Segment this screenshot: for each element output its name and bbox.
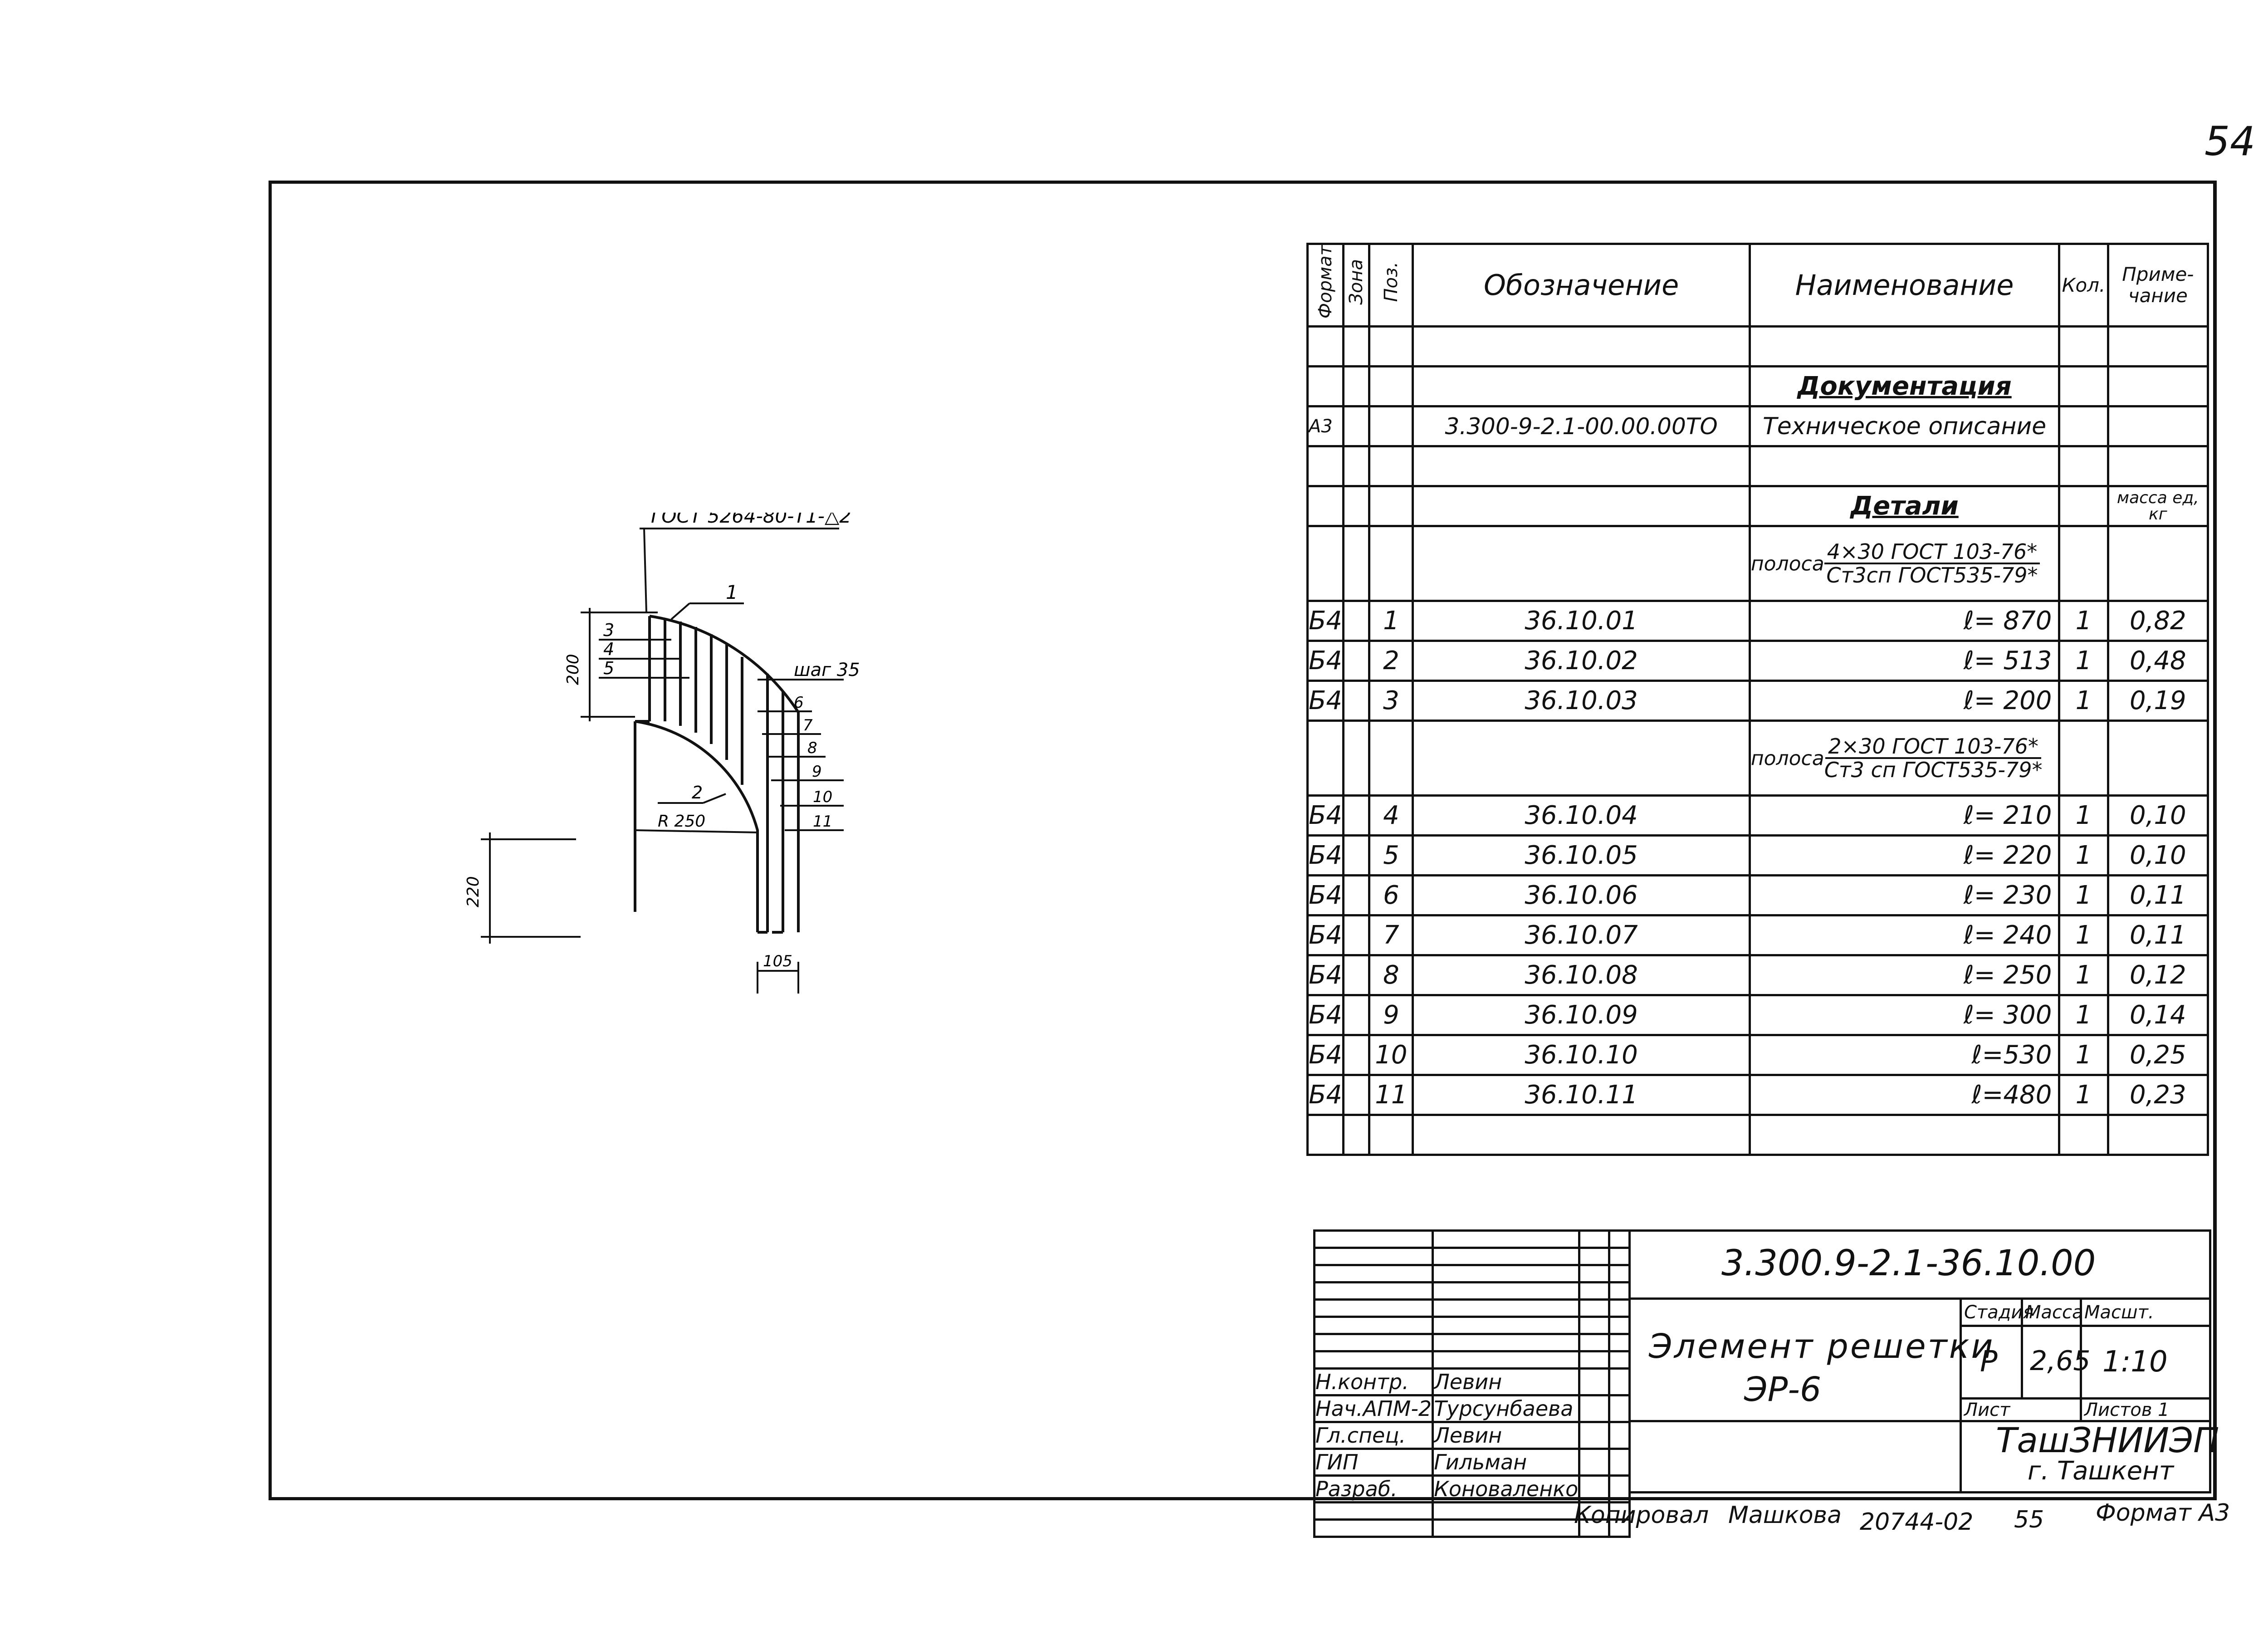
person-row: Разраб.Коноваленко [1313,1474,1631,1503]
callout-4: 4 [603,639,614,659]
callout-11: 11 [813,813,832,831]
format-label: Формат А3 [2096,1499,2230,1527]
specification-table: Формат Зона Поз. Обозначение Наименовани… [1306,242,2209,1156]
copier-name: Машкова [1728,1502,1842,1529]
dim-105: 105 [763,952,792,970]
copy-number: 55 [2014,1506,2044,1533]
scale-value: 1:10 [2102,1345,2168,1379]
header-zone: Зона [1346,259,1367,305]
callout-7: 7 [803,716,813,734]
header-pos: Поз. [1380,261,1402,302]
callout-5: 5 [603,658,614,678]
doc-name: Техническое описание [1748,405,2061,448]
radius-label: R 250 [658,812,705,831]
callout-10: 10 [813,788,832,806]
header-name: Наименование [1748,242,2061,328]
header-qty: Кол. [2058,242,2109,328]
mass-label: Масса [2025,1302,2083,1323]
dim-220: 220 [464,876,483,907]
drawing-frame [269,181,2217,1500]
section-documentation: Документация [1797,372,2012,401]
document-code: 3.300.9-2.1-36.10.00 [1721,1243,2096,1284]
doc-format: А3 [1306,405,1345,448]
section-details: Детали [1850,491,1959,521]
sheets-label: Листов 1 [2084,1400,2170,1420]
dim-200: 200 [564,654,582,685]
callout-3: 3 [603,620,614,640]
title-line-2: ЭР-6 [1744,1370,1822,1409]
mass-value: 2,65 [2030,1345,2091,1377]
page-number: 54 [2204,118,2255,165]
org-name: ТашЗНИИЭП [1996,1420,2219,1460]
person-row: Н.контр.Левин [1313,1367,1631,1396]
pitch-label: шаг 35 [794,660,860,680]
person-row: Гл.спец.Левин [1313,1421,1631,1450]
callout-1: 1 [726,581,738,603]
org-city: г. Ташкент [2028,1456,2174,1486]
mass-label: масса ед, кг [2107,485,2209,528]
gost-label: ГОСТ 5264-80-Т1-△2 [651,513,851,527]
scale-label: Масшт. [2084,1302,2154,1323]
order-number: 20744-02 [1860,1508,1974,1536]
part-drawing: ГОСТ 5264-80-Т1-△2 1 3 4 5 шаг 35 6 7 8 … [464,513,860,994]
title-line-1: Элемент решетки [1649,1327,1995,1366]
stage-label: Стадия [1964,1302,2034,1323]
callout-8: 8 [807,739,817,757]
callout-2: 2 [692,783,703,803]
stage-value: Р [1980,1345,1998,1379]
copied-label: Копировал [1574,1502,1709,1529]
doc-designation: 3.300-9-2.1-00.00.00ТО [1412,405,1751,448]
header-format: Формат [1315,245,1336,319]
header-note: Приме-чание [2107,242,2209,328]
sheet-label: Лист [1964,1400,2010,1420]
callout-6: 6 [794,694,804,712]
header-designation: Обозначение [1412,242,1751,328]
callout-9: 9 [812,763,822,781]
